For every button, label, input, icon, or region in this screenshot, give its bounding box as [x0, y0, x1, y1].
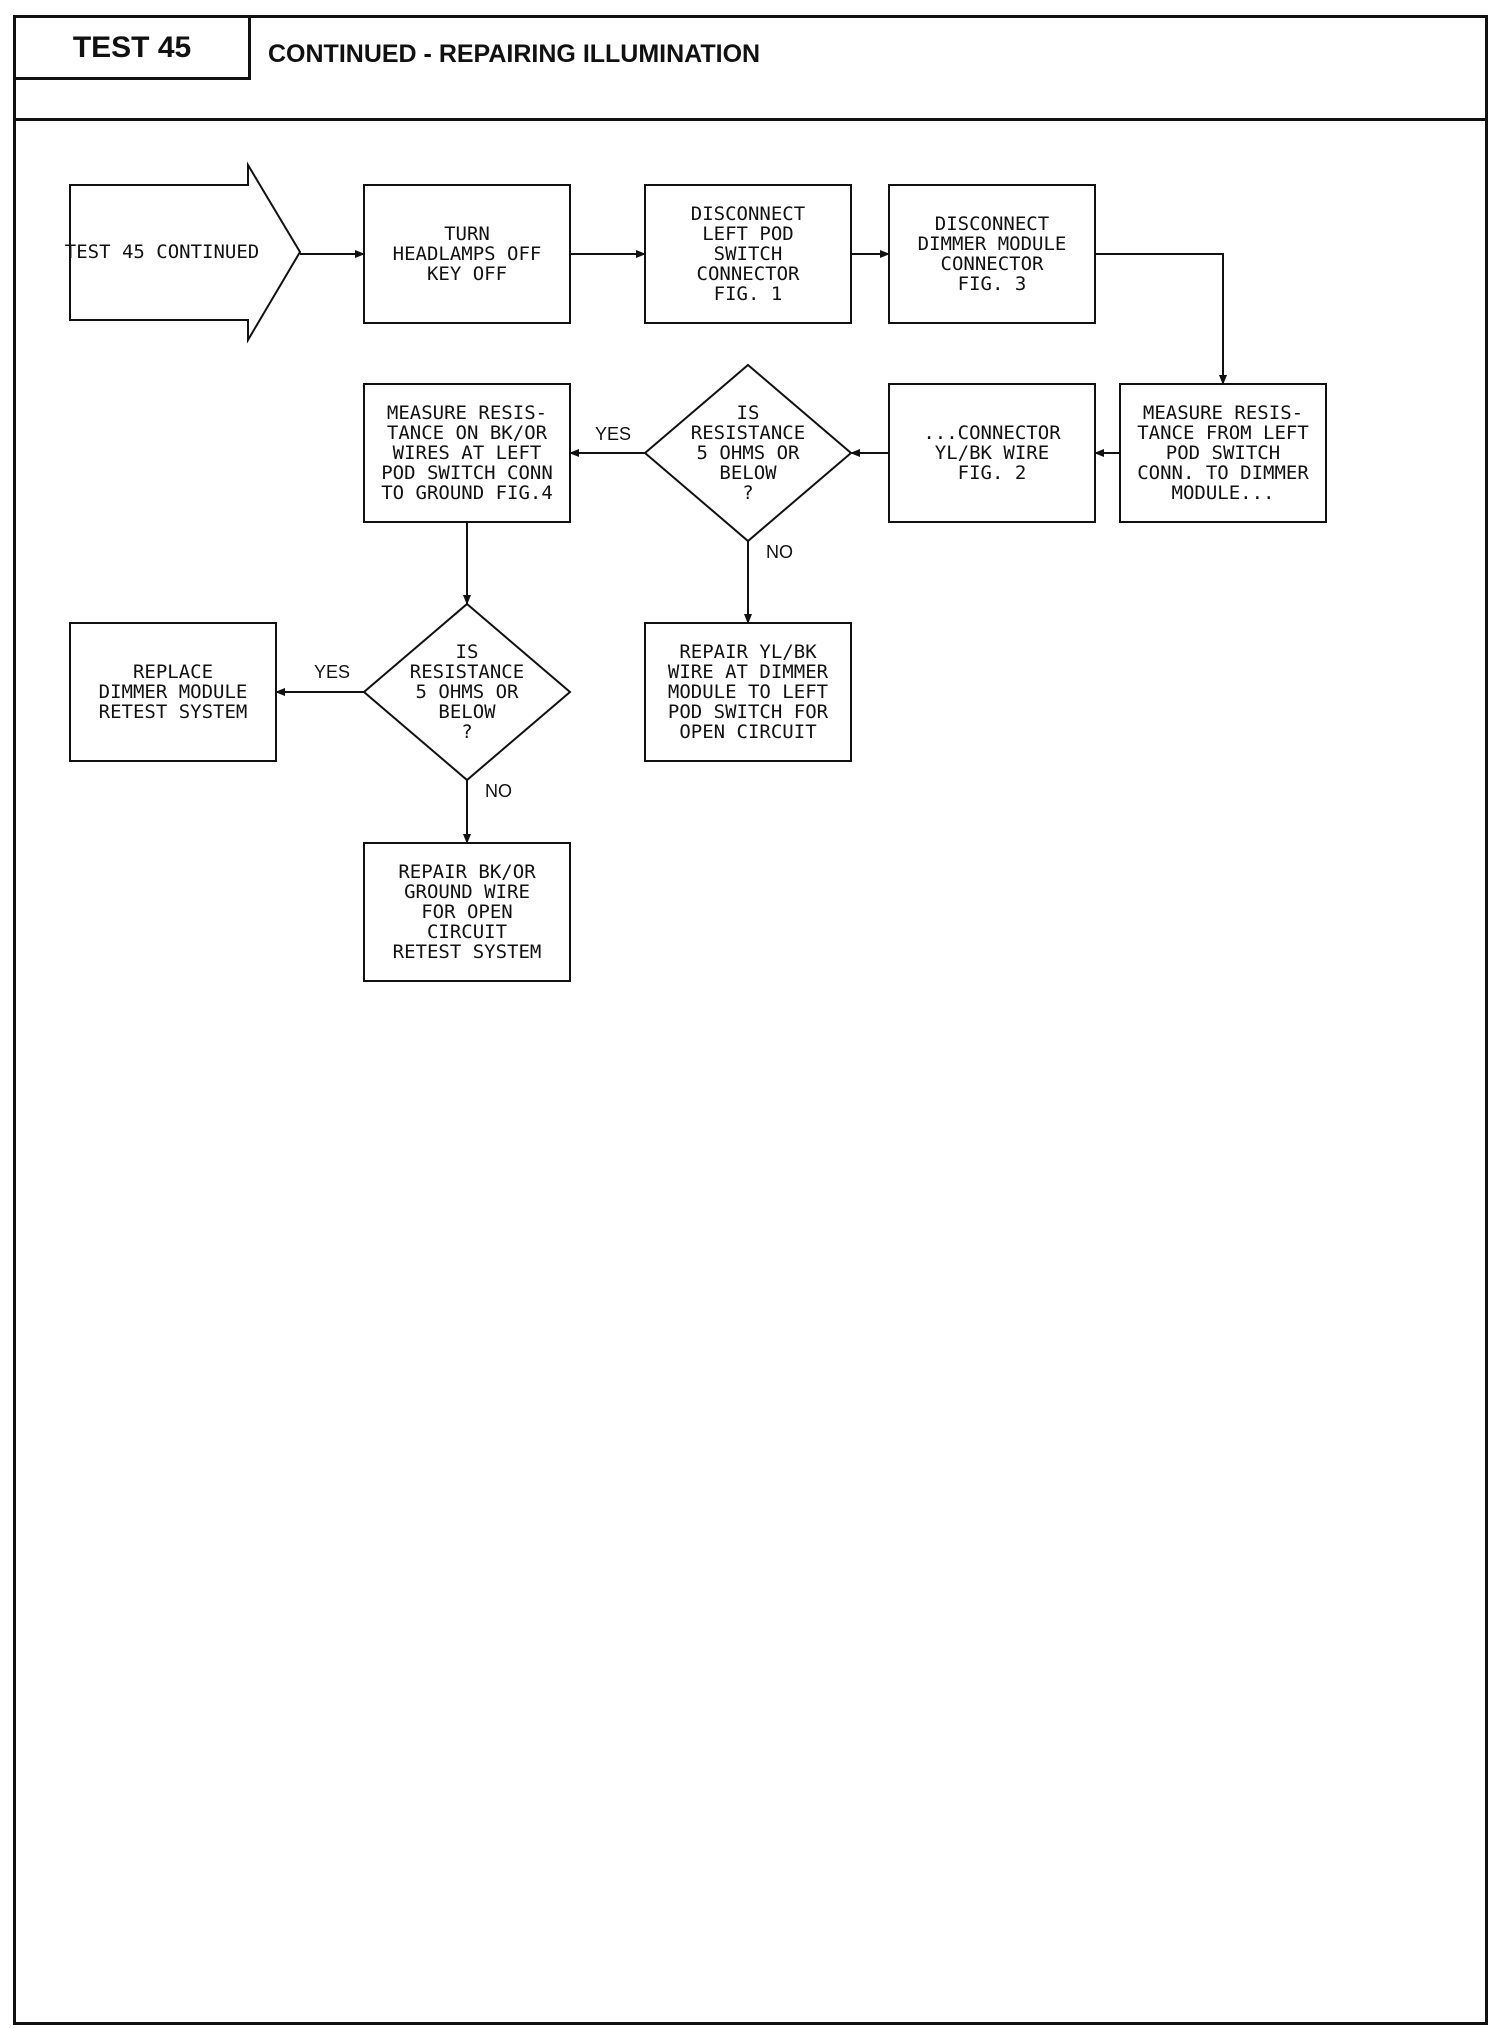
repair-bkor-line-3: FOR OPEN: [421, 901, 513, 923]
turn-off-line-3: KEY OFF: [427, 263, 507, 285]
replace-dimmer-line-3: RETEST SYSTEM: [99, 701, 248, 723]
decision-1-line-2: RESISTANCE: [691, 422, 805, 444]
decision-2-no-label: NO: [485, 781, 512, 801]
measure-bkor-line-2: TANCE ON BK/OR: [387, 422, 548, 444]
measure-left-pod-line-4: CONN. TO DIMMER: [1137, 462, 1309, 484]
disconnect-dimmer-line-2: DIMMER MODULE: [918, 233, 1067, 255]
turn-off-line-2: HEADLAMPS OFF: [393, 243, 542, 265]
repair-ylbk-box: [644, 622, 852, 762]
header-band: TEST 45 CONTINUED - REPAIRING ILLUMINATI…: [16, 18, 1485, 121]
repair-bkor-line-2: GROUND WIRE: [404, 881, 530, 903]
replace-dimmer-box: [69, 622, 277, 762]
start-block-arrow: [69, 161, 302, 344]
decision-2-line-2: RESISTANCE: [410, 661, 524, 683]
decision-1-line-3: 5 OHMS OR: [697, 442, 801, 464]
disconnect-pod-line-4: CONNECTOR: [697, 263, 801, 285]
decision-1-no-label: NO: [766, 542, 793, 562]
start-text: TEST 45 CONTINUED: [65, 241, 259, 263]
decision-1-line-1: IS: [737, 402, 760, 424]
test-number-tab: TEST 45: [16, 18, 251, 80]
repair-bkor-line-1: REPAIR BK/OR: [398, 861, 536, 883]
connector-ylbk-line-2: YL/BK WIRE: [935, 442, 1049, 464]
page-frame: TEST 45 CONTINUED - REPAIRING ILLUMINATI…: [13, 15, 1488, 2025]
repair-ylbk-line-5: OPEN CIRCUIT: [679, 721, 816, 743]
measure-bkor-line-3: WIRES AT LEFT: [393, 442, 542, 464]
measure-left-pod-line-2: TANCE FROM LEFT: [1137, 422, 1309, 444]
decision-2-line-3: 5 OHMS OR: [416, 681, 520, 703]
decision-1-yes-label: YES: [595, 424, 631, 444]
decision-2-line-5: ?: [461, 721, 472, 743]
decision-2-line-1: IS: [456, 641, 479, 663]
disconnect-pod-line-1: DISCONNECT: [691, 203, 805, 225]
repair-ylbk-line-3: MODULE TO LEFT: [668, 681, 828, 703]
disconnect-dimmer-line-1: DISCONNECT: [935, 213, 1049, 235]
test-number-label: TEST 45: [72, 30, 192, 64]
decision-2-line-4: BELOW: [438, 701, 496, 723]
repair-ylbk-line-2: WIRE AT DIMMER: [668, 661, 829, 683]
disconnect-pod-box: [644, 184, 852, 324]
decision-2-yes-label: YES: [314, 662, 350, 682]
start-line-1: TEST 45 CONTINUED: [65, 241, 259, 263]
repair-bkor-line-4: CIRCUIT: [427, 921, 507, 943]
page-title: CONTINUED - REPAIRING ILLUMINATION: [268, 40, 761, 68]
measure-left-pod-box: [1119, 383, 1327, 523]
disconnect-dimmer-line-4: FIG. 3: [958, 273, 1027, 295]
repair-bkor-box: [363, 842, 571, 982]
turn-off-line-1: TURN: [444, 223, 490, 245]
measure-bkor-box: [363, 383, 571, 523]
decision-1-line-4: BELOW: [719, 462, 777, 484]
measure-left-pod-line-1: MEASURE RESIS-: [1143, 402, 1303, 424]
replace-dimmer-line-1: REPLACE: [133, 661, 213, 683]
disconnect-pod-line-3: SWITCH: [714, 243, 783, 265]
measure-left-pod-line-5: MODULE...: [1172, 482, 1275, 504]
measure-bkor-line-5: TO GROUND FIG.4: [381, 482, 553, 504]
repair-ylbk-line-4: POD SWITCH FOR: [668, 701, 829, 723]
measure-bkor-line-1: MEASURE RESIS-: [387, 402, 547, 424]
turn-off-box: [363, 184, 571, 324]
measure-bkor-line-4: POD SWITCH CONN: [381, 462, 553, 484]
connector-ylbk-line-1: ...CONNECTOR: [923, 422, 1061, 444]
repair-bkor-line-5: RETEST SYSTEM: [393, 941, 542, 963]
replace-dimmer-line-2: DIMMER MODULE: [99, 681, 248, 703]
disconnect-pod-line-2: LEFT POD: [702, 223, 794, 245]
measure-left-pod-line-3: POD SWITCH: [1166, 442, 1280, 464]
repair-ylbk-line-1: REPAIR YL/BK: [679, 641, 817, 663]
disconnect-pod-line-5: FIG. 1: [714, 283, 783, 305]
edge-dimmer-to-measure-left-pod: [1095, 253, 1227, 385]
connector-ylbk-line-3: FIG. 2: [958, 462, 1027, 484]
disconnect-dimmer-line-3: CONNECTOR: [941, 253, 1045, 275]
decision-1-line-5: ?: [742, 482, 753, 504]
